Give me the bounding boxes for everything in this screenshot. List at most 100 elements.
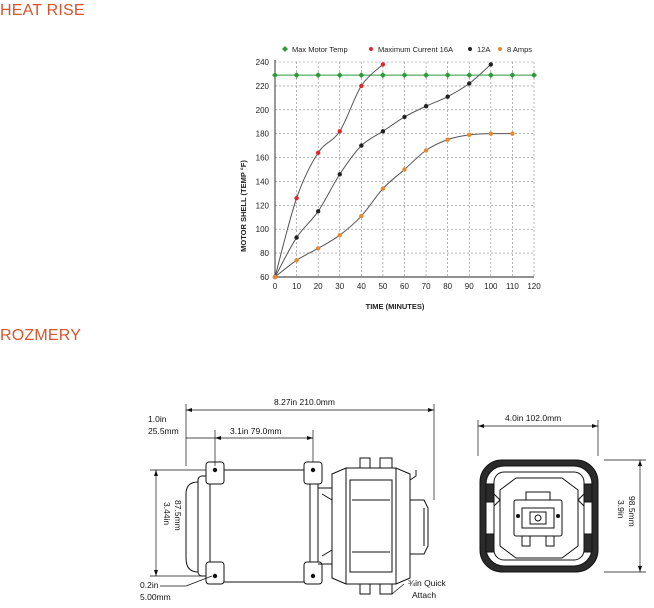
end-height-in-label: 3.9in [616,500,626,519]
legend-label: Max Motor Temp [292,45,348,54]
data-point-max-motor-temp [336,72,343,79]
x-tick-label: 60 [400,282,409,291]
y-tick-label: 80 [260,249,269,258]
legend-label: Maximum Current 16A [378,45,453,54]
legend-marker [498,47,502,51]
data-point-max-motor-temp [379,72,386,79]
data-point-max-motor-temp [272,72,278,79]
overall-length-label: 8.27in 210.0mm [274,397,335,407]
pump-side-view [185,457,429,595]
y-tick-label: 160 [256,154,270,163]
data-point-max-motor-temp [358,72,365,79]
chart-axes [274,60,534,278]
data-point-max-motor-temp [509,72,516,79]
y-tick-label: 60 [260,273,269,282]
data-point-max-motor-temp [315,72,322,79]
data-point-12a [423,103,429,109]
x-tick-label: 0 [273,282,278,291]
y-tick-label: 240 [256,58,270,67]
data-point-max-motor-temp [444,72,451,79]
data-point-maximum-current-16a [380,62,386,67]
end-view-holes [516,514,560,518]
data-point-8-amps [423,148,429,153]
data-point-12a [315,209,321,214]
data-point-12a [467,81,472,86]
width-label: 4.0in 102.0mm [505,413,561,423]
x-tick-label: 100 [484,282,498,291]
data-point-8-amps [488,131,494,136]
chart-ticks: 0 10 20 30 40 50 60 70 80 90 100 110 120 60 80 100 120 14… [256,58,542,291]
data-point-8-amps [402,167,407,172]
pump-end-view [479,459,599,573]
hole-mm-label: 5.00mm [140,592,171,602]
data-point-max-motor-temp [487,72,494,79]
data-point-maximum-current-16a [337,129,342,134]
legend-marker [282,46,288,52]
y-tick-label: 200 [256,106,270,115]
hole-in-label: 0.2in [140,580,159,590]
data-point-12a [337,172,342,177]
data-point-maximum-current-16a [315,150,321,155]
data-point-8-amps [315,246,321,251]
x-tick-label: 110 [506,282,519,291]
data-point-max-motor-temp [531,72,537,79]
data-point-maximum-current-16a [359,83,364,89]
x-axis-label: TIME (MINUTES) [366,302,425,311]
legend-label: 12A [477,45,490,54]
data-point-8-amps [467,132,472,138]
data-point-8-amps [359,213,364,219]
offset-in-label: 1.0in [148,414,167,424]
mount-holes [212,467,316,579]
y-tick-label: 100 [256,225,270,234]
mount-spacing-label: 3.1in 79.0mm [230,426,282,436]
data-point-8-amps [337,232,342,238]
data-point-12a [488,62,494,67]
data-point-8-amps [380,186,386,191]
data-point-12a [402,114,407,120]
offset-mm-label: 25.5mm [148,426,179,436]
x-tick-label: 30 [335,282,344,291]
heat-rise-chart: Max Motor Temp Maximum Current 16A 12A 8 Am… [239,45,542,311]
heat-rise-title: HEAT RISE [0,2,85,19]
x-tick-label: 120 [527,282,541,291]
data-point-maximum-current-16a [294,195,299,201]
dimension-lines [150,404,646,595]
y-tick-label: 220 [256,82,270,91]
data-point-12a [294,235,299,240]
y-tick-label: 140 [256,177,270,186]
data-point-8-amps [445,137,450,142]
data-point-12a [380,129,386,134]
data-point-8-amps [510,131,515,136]
data-point-max-motor-temp [466,72,473,79]
quick-attach-label-1: ¾in Quick [408,578,447,588]
x-tick-label: 90 [465,282,474,291]
data-point-12a [359,143,364,148]
height-mm-label: 87.5mm [173,500,183,531]
data-point-max-motor-temp [423,72,430,79]
height-in-label: 3.44in [162,502,172,525]
x-tick-label: 40 [357,282,366,291]
dimensions-title: ROZMERY [0,327,82,344]
y-tick-label: 180 [256,130,270,139]
data-point-max-motor-temp [401,72,408,79]
y-tick-label: 120 [256,201,270,210]
quick-attach-label-2: Attach [412,590,436,600]
x-tick-label: 50 [378,282,387,291]
data-point-max-motor-temp [293,72,300,79]
x-tick-label: 20 [314,282,323,291]
chart-legend: Max Motor Temp Maximum Current 16A 12A 8 Am… [282,45,532,54]
y-axis-label: MOTOR SHELL (TEMP °F) [239,160,248,252]
x-tick-label: 80 [443,282,452,291]
end-height-mm-label: 98.5mm [627,496,637,527]
data-point-12a [445,94,450,99]
chart-series [272,62,537,280]
legend-marker [369,47,373,51]
x-tick-label: 70 [422,282,431,291]
legend-label: 8 Amps [507,45,532,54]
data-point-8-amps [272,274,278,280]
data-point-8-amps [294,258,299,263]
x-tick-label: 10 [292,282,301,291]
dimension-arrows [154,408,642,576]
legend-marker [468,47,472,51]
